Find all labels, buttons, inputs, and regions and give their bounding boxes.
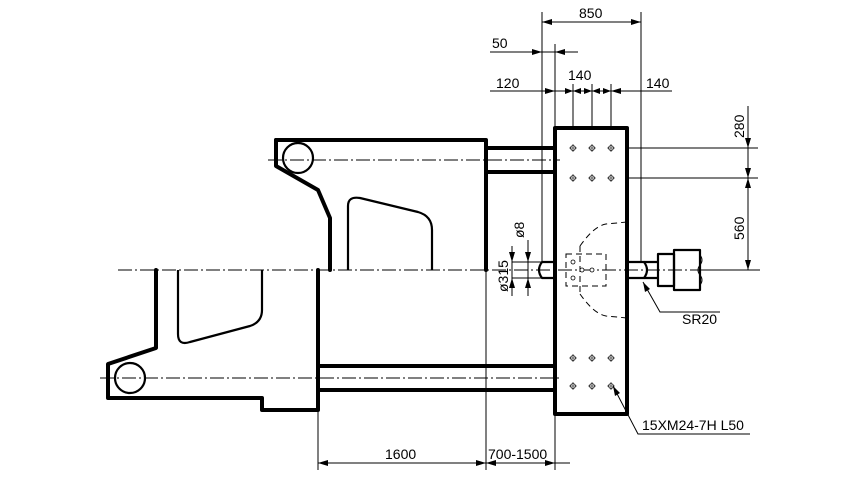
dim-280: 280 bbox=[731, 114, 747, 138]
locating-hole bbox=[589, 267, 595, 273]
hole-crosshair bbox=[588, 174, 596, 182]
dim-140-b: 140 bbox=[646, 75, 670, 91]
tie-bars bbox=[316, 146, 557, 392]
dim-700-1500: 700-1500 bbox=[488, 446, 547, 462]
hole-crosshair bbox=[607, 144, 615, 152]
dim-560: 560 bbox=[731, 216, 747, 240]
hole-crosshair bbox=[569, 174, 577, 182]
hole-crosshair bbox=[588, 354, 596, 362]
dim-850: 850 bbox=[579, 5, 603, 21]
dim-50: 50 bbox=[492, 35, 508, 51]
callout-thread-spec: 15XM24-7H L50 bbox=[642, 417, 744, 433]
mounting-holes bbox=[569, 144, 615, 390]
hole-crosshair bbox=[607, 174, 615, 182]
extension-lines bbox=[317, 12, 758, 470]
hole-crosshair bbox=[607, 382, 615, 390]
hole-crosshair bbox=[607, 354, 615, 362]
machine-frame bbox=[106, 138, 488, 412]
locating-hole bbox=[570, 275, 576, 281]
dim-bore-315: ø315 bbox=[495, 260, 511, 292]
center-lines bbox=[100, 159, 760, 379]
hole-crosshair bbox=[569, 354, 577, 362]
locating-hole bbox=[570, 259, 576, 265]
dimension-texts: 850 50 120 140 140 280 560 ø8 ø315 1600 … bbox=[385, 5, 747, 462]
callout-sr20: SR20 bbox=[682, 311, 717, 327]
dim-bore-8: ø8 bbox=[511, 221, 527, 238]
hole-crosshair bbox=[569, 382, 577, 390]
dimension-lines bbox=[318, 19, 751, 466]
dim-140-a: 140 bbox=[568, 67, 592, 83]
hole-crosshair bbox=[588, 144, 596, 152]
dim-1600: 1600 bbox=[385, 446, 416, 462]
dim-120: 120 bbox=[496, 75, 520, 91]
hole-crosshair bbox=[588, 382, 596, 390]
hole-crosshair bbox=[569, 144, 577, 152]
locating-hole bbox=[579, 267, 585, 273]
platen bbox=[512, 126, 629, 416]
